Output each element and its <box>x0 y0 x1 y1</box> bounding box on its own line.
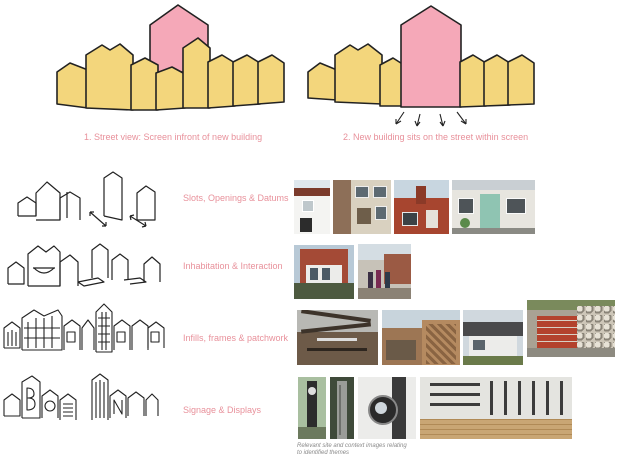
photo-signage-2 <box>330 377 354 439</box>
screen-slab-2 <box>85 43 134 111</box>
photo-infills-3 <box>463 310 523 365</box>
photo-signage-1 <box>298 377 326 439</box>
theme-infills-label: Infills, frames & patchwork <box>183 333 289 343</box>
photo-inhabitation-1 <box>294 245 354 299</box>
screen-slab-a <box>307 62 338 101</box>
screen-slab-3 <box>130 57 159 111</box>
screen-slab-1 <box>56 62 89 109</box>
screen-slab-e <box>483 54 511 107</box>
sketch-inhabitation <box>7 243 161 287</box>
screen-slab-6 <box>207 54 236 109</box>
screen-slab-7 <box>232 54 261 107</box>
theme-slots-label: Slots, Openings & Datums <box>183 193 289 203</box>
photo-infills-1 <box>297 310 378 365</box>
photo-infills-2 <box>382 310 460 365</box>
new-building-diagram <box>307 5 535 127</box>
screen-slab-5 <box>182 37 211 109</box>
caption-street-view: 1. Street view: Screen infront of new bu… <box>84 132 263 142</box>
sketch-signage <box>3 373 159 420</box>
photo-infills-4 <box>527 300 615 357</box>
photo-slots-3 <box>394 180 449 234</box>
photo-inhabitation-2 <box>358 244 411 299</box>
theme-inhabitation-label: Inhabitation & Interaction <box>183 261 283 271</box>
theme-signage-label: Signage & Displays <box>183 405 262 415</box>
new-building-front <box>400 5 462 108</box>
context-images-note: Relevant site and context images relatin… <box>297 443 407 456</box>
screen-slab-8 <box>257 54 285 105</box>
screen-slab-d <box>459 54 487 108</box>
photo-signage-4 <box>420 377 572 439</box>
street-view-diagram <box>56 4 285 111</box>
sketch-infills <box>3 303 165 353</box>
photo-slots-1 <box>294 180 330 234</box>
screen-slab-b <box>334 43 383 105</box>
sketch-slots <box>17 171 156 228</box>
photo-slots-2 <box>333 180 391 234</box>
caption-new-building: 2. New building sits on the street withi… <box>343 132 529 142</box>
screen-slab-4 <box>155 66 186 111</box>
movement-arrows <box>395 111 467 127</box>
photo-signage-3 <box>358 377 416 439</box>
screen-slab-f <box>507 54 535 106</box>
photo-slots-4 <box>452 180 535 234</box>
